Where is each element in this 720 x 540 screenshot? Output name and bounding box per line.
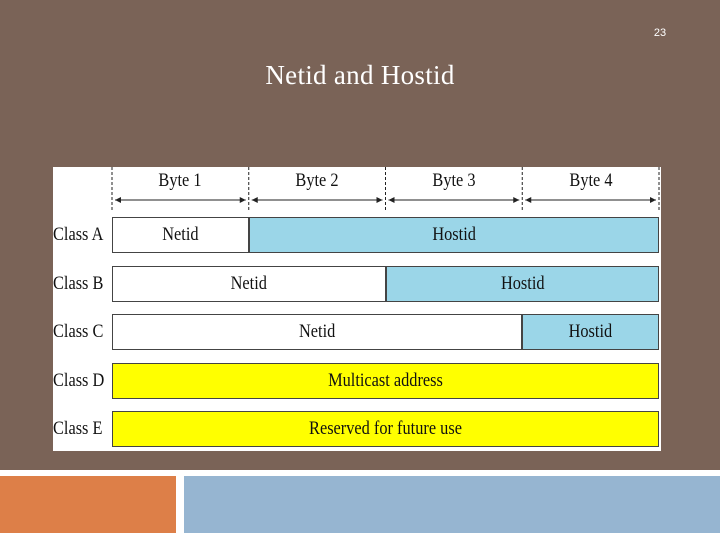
page-number: 23 [653, 27, 667, 39]
hostid-field: Hostid [248, 217, 659, 253]
byte-label: Byte 4 [569, 170, 613, 191]
byte-label: Byte 1 [158, 170, 202, 191]
field-label: Multicast address [328, 369, 443, 391]
field-label: Hostid [500, 272, 545, 294]
dimension-arrowhead [650, 197, 656, 203]
byte-label: Byte 3 [432, 170, 476, 191]
address-field: Reserved for future use [112, 411, 659, 447]
class-label: Class D [53, 369, 105, 391]
footer-accent-blue [184, 476, 720, 533]
byte-label: Byte 2 [295, 170, 339, 191]
class-label: Class A [53, 224, 104, 245]
class-label: Class B [53, 272, 104, 294]
class-label: Class E [53, 418, 103, 439]
dimension-arrowhead [115, 197, 121, 203]
netid-field: Netid [112, 217, 249, 253]
field-label: Hostid [432, 224, 476, 245]
dimension-arrowhead [513, 197, 520, 203]
byte-dimension-lines [111, 167, 660, 211]
netid-field: Netid [112, 265, 386, 302]
hostid-field: Hostid [522, 314, 659, 350]
hostid-field: Hostid [385, 265, 659, 302]
dimension-arrowhead [388, 197, 395, 203]
class-label: Class C [53, 321, 104, 342]
address-field: Multicast address [112, 362, 659, 399]
dimension-arrowhead [525, 197, 532, 203]
dimension-arrowhead [376, 197, 383, 203]
field-label: Netid [230, 272, 267, 294]
slide-title: Netid and Hostid [265, 60, 455, 90]
footer-accent-orange [0, 476, 176, 533]
field-label: Netid [298, 321, 336, 342]
field-label: Reserved for future use [309, 418, 462, 439]
netid-field: Netid [112, 314, 523, 350]
dimension-arrowhead [239, 197, 246, 203]
field-label: Hostid [568, 321, 613, 342]
field-label: Netid [162, 224, 199, 245]
dimension-arrowhead [251, 197, 258, 203]
